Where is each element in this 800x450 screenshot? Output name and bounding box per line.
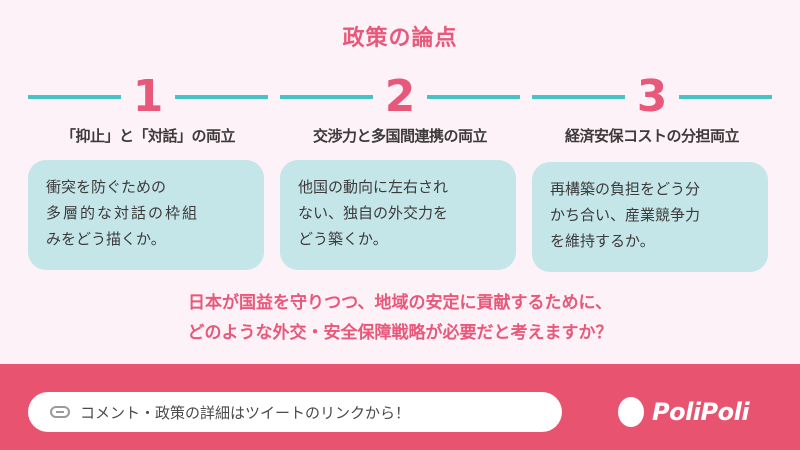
divider-line — [532, 95, 625, 99]
question-line-2: どのような外交・安全保障戦略が必要だと考えますか？ — [187, 323, 613, 343]
comment-link-pill[interactable]: コメント・政策の詳細はツイートのリンクから！ — [28, 392, 562, 432]
logo-text: PoliPoli — [652, 398, 750, 426]
point-number: 2 — [384, 71, 416, 122]
point-card-2: 他国の動向に左右され ない、独自の外交力を どう築くか。 — [280, 160, 516, 270]
footer-bar: コメント・政策の詳細はツイートのリンクから！ PoliPoli — [0, 364, 800, 450]
card-line: 再構築の負担をどう分 — [550, 180, 701, 198]
point-number: 3 — [636, 71, 668, 122]
point-2: 2 交渉力と多国間連携の両立 — [280, 72, 520, 146]
point-heading: 経済安保コストの分担両立 — [564, 127, 740, 145]
card-line: 多層的な対話の枠組 — [46, 204, 200, 222]
card-line: かち合い、産業競争力 — [550, 206, 701, 224]
logo-dot-icon — [618, 397, 644, 427]
divider-line — [427, 95, 520, 99]
question-line-1: 日本が国益を守りつつ、地域の安定に貢献するために、 — [188, 293, 612, 313]
card-line: 他国の動向に左右され — [298, 178, 449, 196]
point-card-3: 再構築の負担をどう分 かち合い、産業競争力 を維持するか。 — [532, 162, 768, 272]
card-line: ない、独自の外交力を — [298, 204, 449, 222]
card-line: 衝突を防ぐための — [46, 178, 167, 196]
page-title: 政策の論点 — [342, 26, 458, 51]
point-1: 1 「抑止」と「対話」の両立 — [28, 72, 268, 146]
discussion-question: 日本が国益を守りつつ、地域の安定に貢献するために、 どのような外交・安全保障戦略… — [0, 288, 800, 348]
polipoli-logo: PoliPoli — [618, 392, 750, 432]
point-card-1: 衝突を防ぐための 多層的な対話の枠組 みをどう描くか。 — [28, 160, 264, 270]
link-icon — [50, 406, 70, 418]
point-heading: 交渉力と多国間連携の両立 — [312, 127, 488, 145]
divider-line — [175, 95, 268, 99]
point-heading: 「抑止」と「対話」の両立 — [60, 127, 236, 145]
card-line: どう築くか。 — [298, 230, 388, 248]
point-3: 3 経済安保コストの分担両立 — [532, 72, 772, 146]
card-line: を維持するか。 — [550, 232, 655, 250]
card-line: みをどう描くか。 — [46, 230, 166, 248]
divider-line — [679, 95, 772, 99]
point-number: 1 — [132, 71, 164, 122]
divider-line — [28, 95, 121, 99]
divider-line — [280, 95, 373, 99]
cta-text: コメント・政策の詳細はツイートのリンクから！ — [80, 403, 411, 422]
